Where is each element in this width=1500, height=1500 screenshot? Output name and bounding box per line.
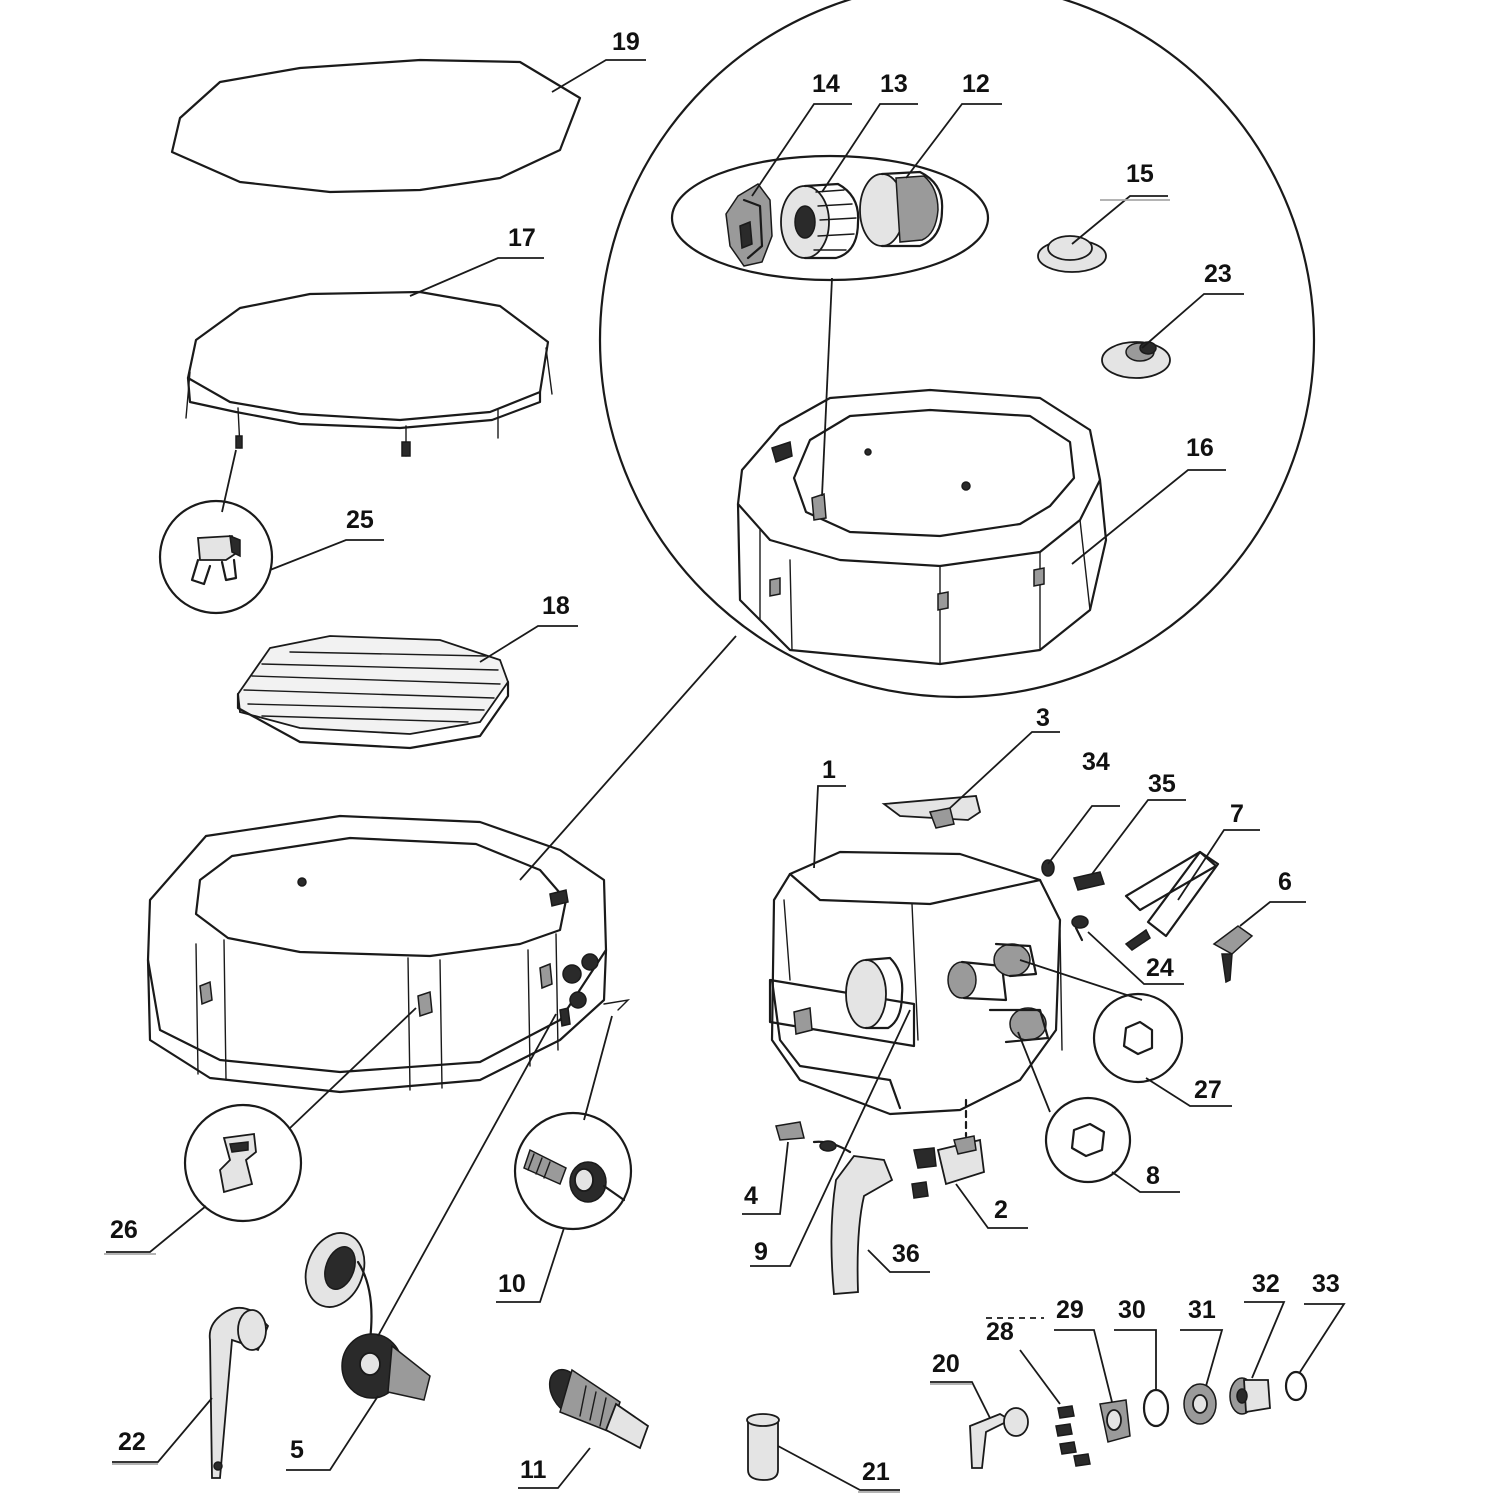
part-25-clip-detail [158, 499, 274, 615]
part-14-filter-cap [725, 183, 773, 267]
callout-11: 11 [520, 1456, 547, 1484]
part-5-air-valve [304, 1232, 431, 1401]
callout-35: 35 [1148, 770, 1176, 798]
part-main-tub [146, 814, 631, 1094]
part-2-heater-connector [911, 1098, 985, 1199]
callout-26: 26 [110, 1216, 138, 1244]
callout-9: 9 [754, 1238, 768, 1266]
callout-7: 7 [1230, 800, 1244, 828]
part-16-tub-liner [736, 388, 1108, 666]
callout-3: 3 [1036, 704, 1050, 732]
callout-24: 24 [1146, 954, 1174, 982]
part-20-valve-handle [969, 1407, 1029, 1469]
callout-29: 29 [1056, 1296, 1084, 1324]
callout-18: 18 [542, 592, 570, 620]
callout-34: 34 [1082, 748, 1110, 776]
callout-20: 20 [932, 1350, 960, 1378]
part-36-handle [830, 1155, 894, 1295]
callout-27: 27 [1194, 1076, 1222, 1104]
leader-lines [104, 59, 1346, 1493]
callout-23: 23 [1204, 260, 1232, 288]
callout-15: 15 [1126, 160, 1154, 188]
callout-17: 17 [508, 224, 536, 252]
callout-12: 12 [962, 70, 990, 98]
part-17-lid [185, 290, 553, 457]
callout-5: 5 [290, 1436, 304, 1464]
callout-8: 8 [1146, 1162, 1160, 1190]
part-8-gasket-disc [1044, 1096, 1132, 1184]
part-7-hose [1124, 850, 1220, 951]
part-23-valve [1101, 341, 1171, 379]
callout-10: 10 [498, 1270, 526, 1298]
part-11-adapter [548, 1368, 650, 1450]
part-6-sensor-probe [1212, 925, 1254, 984]
part-10-hose-connector-detail [513, 1111, 633, 1231]
part-13-filter-cartridge [780, 182, 860, 260]
part-3-top-panel [881, 795, 982, 829]
callout-32: 32 [1252, 1270, 1280, 1298]
part-1-pump-unit [768, 850, 1063, 1116]
callout-28: 28 [986, 1318, 1014, 1346]
part-27-gasket-disc [1092, 992, 1184, 1084]
callout-30: 30 [1118, 1296, 1146, 1324]
part-24-plug [1071, 915, 1089, 942]
part-26-handle-detail [183, 1103, 303, 1223]
callout-21: 21 [862, 1458, 890, 1486]
callout-22: 22 [118, 1428, 146, 1456]
part-35-clip [1073, 871, 1105, 891]
part-18-floor-mat [236, 635, 510, 750]
callout-2: 2 [994, 1196, 1008, 1224]
callout-6: 6 [1278, 868, 1292, 896]
part-22-wrench [208, 1306, 270, 1479]
part-28-screws [1055, 1405, 1091, 1467]
callout-16: 16 [1186, 434, 1214, 462]
part-32-fitting [1229, 1377, 1271, 1415]
callout-13: 13 [880, 70, 908, 98]
part-34-small-knob [1041, 859, 1055, 877]
part-4-connector [775, 1121, 805, 1141]
callout-36: 36 [892, 1240, 920, 1268]
callout-1: 1 [822, 756, 836, 784]
part-9-tube [812, 1140, 852, 1154]
part-31-nut [1183, 1383, 1217, 1425]
part-33-o-ring [1284, 1370, 1308, 1402]
detail-circle-tub-components [599, 0, 1315, 698]
callout-31: 31 [1188, 1296, 1216, 1324]
callout-labels: 19 17 25 18 14 13 12 15 23 16 3 1 34 35 … [110, 28, 1340, 1486]
callout-14: 14 [812, 70, 840, 98]
callout-25: 25 [346, 506, 374, 534]
part-19-cover-sheet [170, 58, 582, 194]
part-12-filter-housing [859, 170, 944, 248]
part-15-plug-cap [1037, 235, 1107, 273]
part-30-o-ring [1142, 1388, 1170, 1428]
part-21-test-tube [746, 1413, 780, 1481]
callout-33: 33 [1312, 1270, 1340, 1298]
part-29-flange [1099, 1399, 1131, 1443]
callout-19: 19 [612, 28, 640, 56]
callout-4: 4 [744, 1182, 758, 1210]
